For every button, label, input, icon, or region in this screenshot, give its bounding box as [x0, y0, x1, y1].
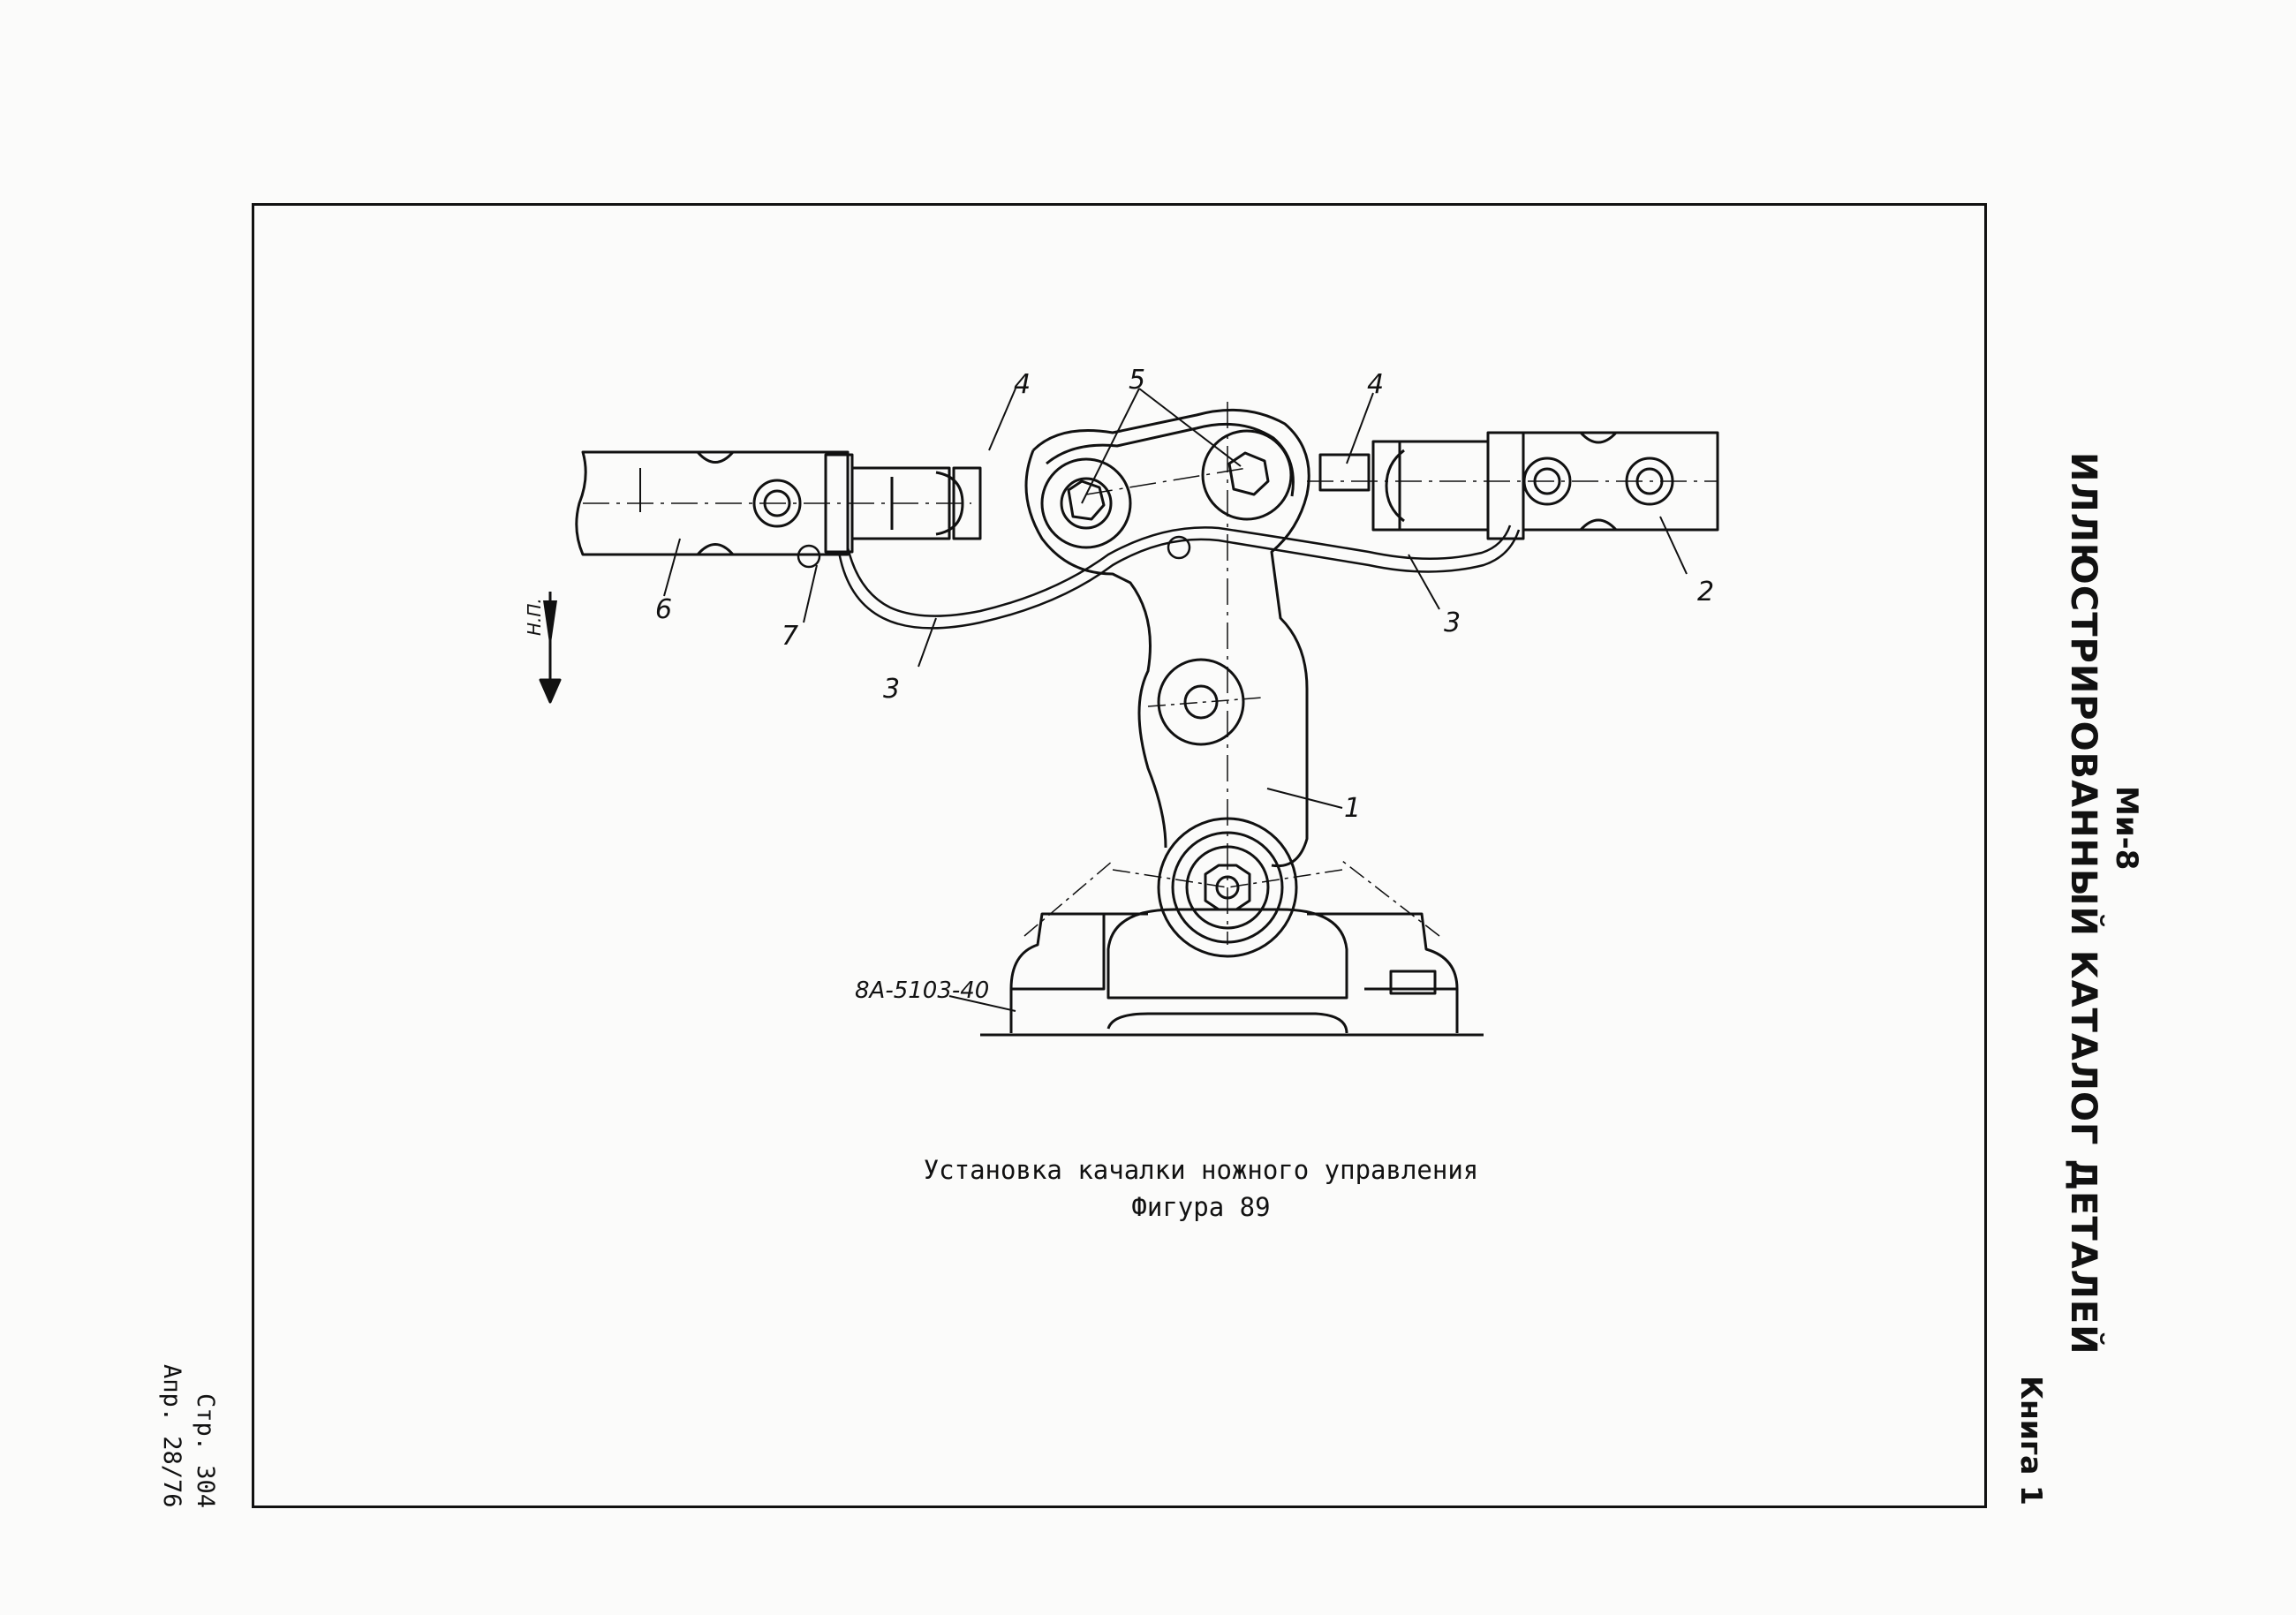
support-bracket	[980, 817, 1484, 1037]
right-control-rod	[1307, 431, 1719, 532]
callout-part-3-right: 3	[1444, 608, 1461, 638]
callout-part-6: 6	[655, 594, 672, 625]
callout-part-4-left: 4	[1014, 369, 1031, 400]
catalog-title: ИЛЛЮСТРИРОВАННЫЙ КАТАЛОГ ДЕТАЛЕЙ	[2063, 452, 2103, 1355]
leader-lines	[663, 388, 1688, 1012]
revision-date: Апр. 28/76	[158, 1364, 185, 1508]
figure-label: Фигура 89	[1131, 1192, 1271, 1222]
bracket-part-number: 8А-5103-40	[855, 977, 989, 1004]
aircraft-title: Ми-8	[2109, 786, 2144, 871]
page-number: Стр. 304	[192, 1393, 219, 1509]
drawing-frame	[252, 203, 1987, 1508]
callout-part-7: 7	[782, 621, 798, 652]
book-label: Книга 1	[2014, 1376, 2049, 1506]
callout-part-3-left: 3	[883, 674, 900, 705]
callout-part-5: 5	[1129, 365, 1145, 396]
bonding-strap	[797, 524, 1521, 630]
callout-part-4-right: 4	[1367, 369, 1384, 400]
right-rod-end	[1318, 431, 1525, 540]
callout-part-1: 1	[1344, 793, 1361, 824]
callout-part-2: 2	[1697, 577, 1714, 608]
direction-label: Н.П.	[524, 598, 545, 636]
left-control-rod	[575, 450, 971, 556]
figure-caption: Установка качалки ножного управления	[923, 1155, 1479, 1185]
direction-arrow	[539, 592, 562, 704]
rocker-lever	[1024, 402, 1310, 945]
